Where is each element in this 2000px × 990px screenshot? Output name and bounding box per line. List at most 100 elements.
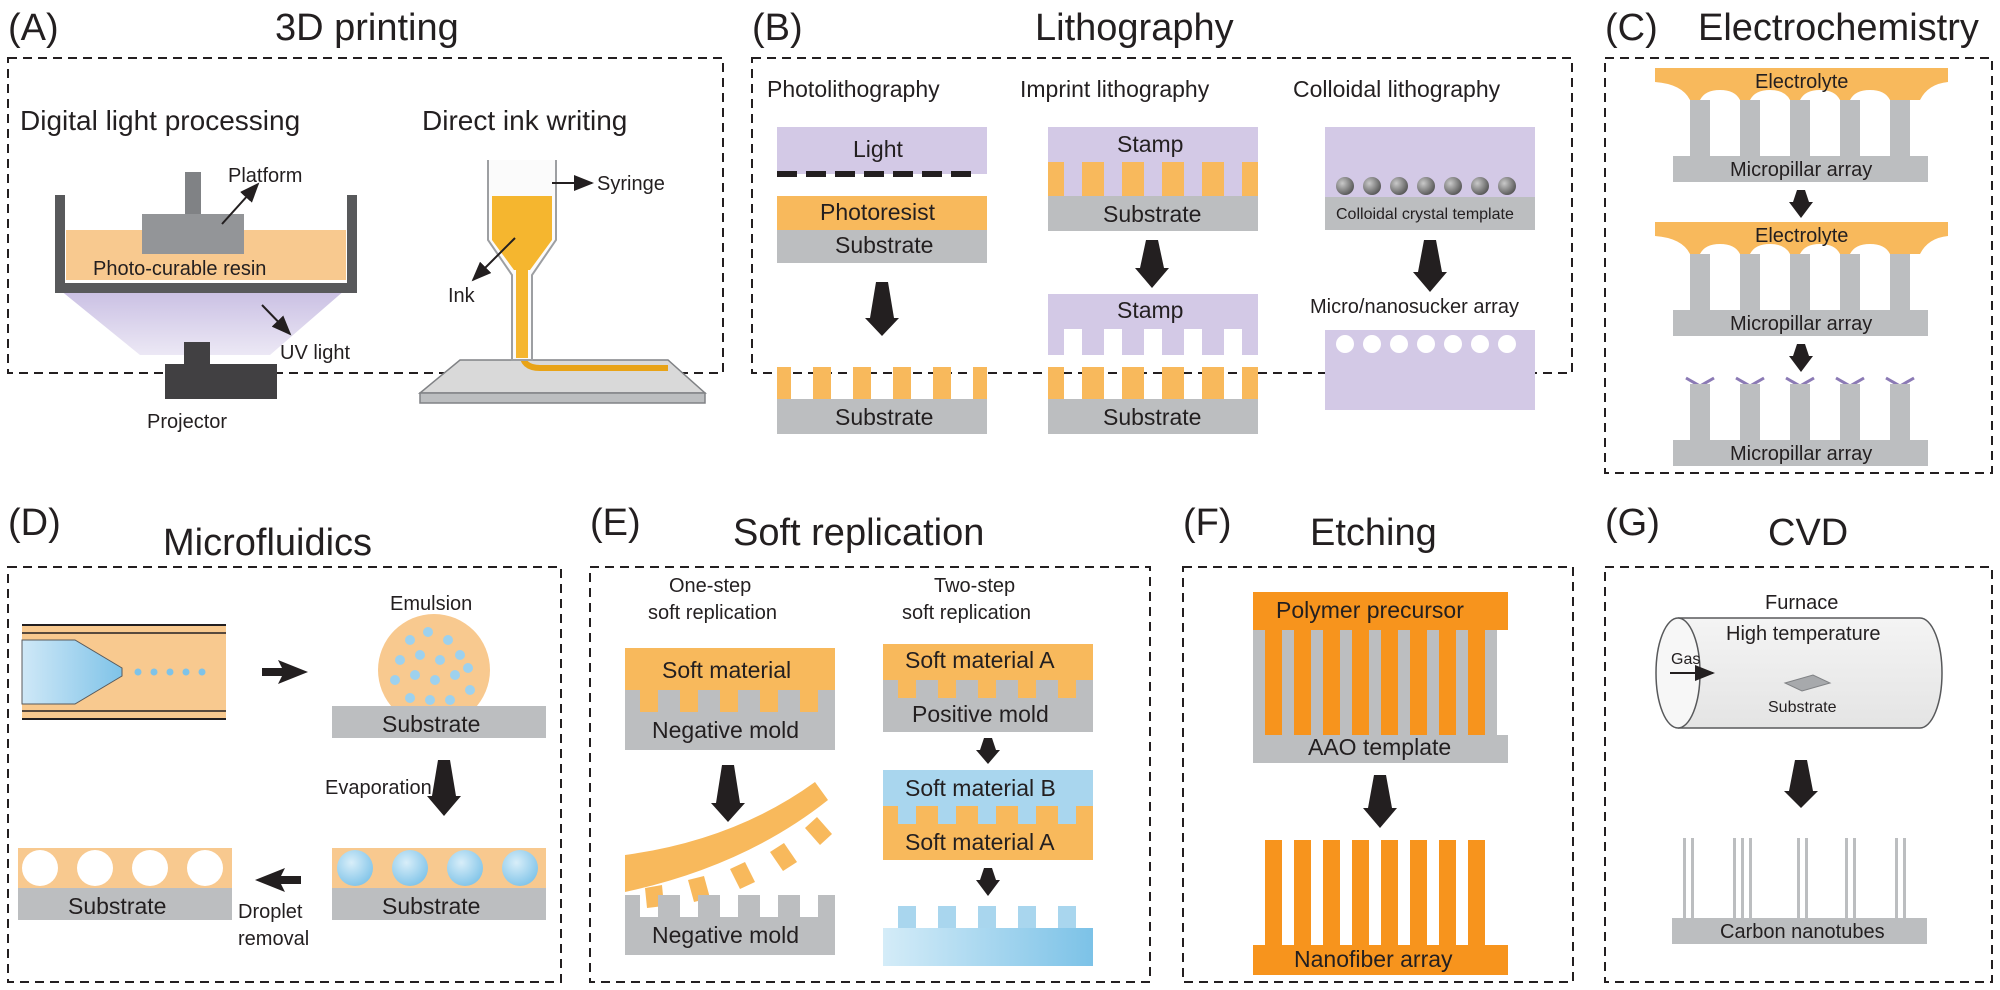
- diw-setup: Syringe Ink: [417, 160, 707, 404]
- dlp-setup: Platform Photo-curable resin UV light Pr…: [55, 165, 357, 433]
- one-step-line-2: soft replication: [648, 602, 777, 624]
- colloid-down-arrow: [1413, 240, 1447, 292]
- cvd-substrate: [1783, 674, 1832, 692]
- panel-d-frame: [7, 566, 562, 983]
- pillar-base-2: [1673, 310, 1928, 336]
- panel-a-frame: [7, 57, 724, 374]
- furnace-tube: [1678, 617, 1943, 729]
- print-bed: [417, 359, 707, 394]
- positive-mold-label: Positive mold: [912, 701, 1049, 727]
- panel-g-title: CVD: [1768, 512, 1848, 554]
- negative-mold-label: Negative mold: [652, 717, 799, 743]
- stamp-lifted-features: [1048, 329, 1258, 355]
- colloid-substrate: [1325, 197, 1535, 230]
- bottom-mold-teeth: [625, 895, 835, 917]
- photolithography: Light Photoresist Substrate Substrate: [777, 127, 987, 434]
- panel-c-title: Electrochemistry: [1698, 7, 1979, 49]
- high-temp-label: High temperature: [1726, 623, 1881, 645]
- panel-c: (C) Electrochemistry Electrolyte Micropi…: [1604, 7, 1993, 474]
- patterned-resist: [777, 367, 987, 399]
- panel-f-title: Etching: [1310, 512, 1437, 554]
- droplet-removal-arrow: [255, 868, 301, 892]
- nanofiber-base: [1253, 945, 1508, 975]
- imprint-substrate: [1048, 196, 1258, 231]
- resin-label: Photo-curable resin: [93, 258, 266, 280]
- photoresist-layer: [777, 196, 987, 230]
- panel-e-letter: (E): [590, 502, 641, 544]
- soft-a-label-1: Soft material A: [905, 647, 1055, 673]
- colloid-spheres: [1336, 177, 1516, 195]
- micropillar-label-2: Micropillar array: [1730, 313, 1872, 335]
- soft-b-pegs: [898, 806, 1076, 824]
- two-step-line-2: soft replication: [902, 602, 1031, 624]
- photo-substrate-label: Substrate: [835, 232, 933, 258]
- photolithography-title: Photolithography: [767, 76, 940, 102]
- panel-d-title: Microfluidics: [163, 522, 372, 564]
- uv-light-cone: [60, 290, 345, 355]
- nanofiber-label: Nanofiber array: [1294, 946, 1453, 972]
- precursor-fill: [1265, 630, 1485, 735]
- imprint-down-arrow: [1135, 240, 1169, 288]
- electrolyte-label-1: Electrolyte: [1755, 71, 1848, 93]
- one-step-arrow: [711, 765, 745, 822]
- furnace-label: Furnace: [1765, 592, 1838, 614]
- panel-a: (A) 3D printing Digital light processing…: [7, 7, 724, 433]
- bottom-mold-label: Negative mold: [652, 922, 799, 948]
- panel-d-letter: (D): [8, 502, 61, 544]
- photo-substrate: [777, 230, 987, 263]
- panel-b: (B) Lithography Photolithography Imprint…: [751, 7, 1573, 434]
- emulsion-substrate: [332, 706, 546, 738]
- ink-label: Ink: [448, 285, 476, 307]
- imprint-substrate-label: Substrate: [1103, 201, 1201, 227]
- porous-substrate-label: Substrate: [68, 893, 166, 919]
- film-substrate-label: Substrate: [382, 893, 480, 919]
- gas-label: Gas: [1671, 651, 1700, 668]
- panel-f-letter: (F): [1183, 502, 1232, 544]
- precursor-top: [1253, 592, 1508, 630]
- electro-stage-1: Electrolyte Micropillar array: [1655, 68, 1948, 182]
- photo-down-arrow: [865, 282, 899, 336]
- film-droplets: [337, 850, 538, 886]
- electro-arrow-1: [1789, 190, 1813, 218]
- ink-filament: [519, 262, 668, 371]
- imprint-pattern: [1048, 367, 1258, 399]
- aao-label: AAO template: [1308, 734, 1451, 760]
- precursor-label: Polymer precursor: [1276, 597, 1464, 623]
- etching-arrow: [1363, 775, 1397, 828]
- pores: [22, 850, 223, 886]
- cnt-substrate: [1672, 918, 1927, 944]
- peeled-soft-material: [625, 782, 828, 892]
- microfluidic-chip: [21, 624, 226, 720]
- syringe-ink: [492, 196, 552, 240]
- imprint-resist: [1048, 162, 1258, 196]
- positive-mold-teeth: [883, 680, 1093, 698]
- uv-label: UV light: [280, 342, 350, 364]
- photo-result-label: Substrate: [835, 404, 933, 430]
- panel-b-letter: (B): [752, 7, 803, 49]
- micropillar-label-1: Micropillar array: [1730, 159, 1872, 181]
- emulsion-substrate-label: Substrate: [382, 711, 480, 737]
- resin-vat: [55, 195, 357, 293]
- soft-material-top: [625, 648, 835, 690]
- stamp-label: Stamp: [1117, 131, 1183, 157]
- imprint-result-substrate: [1048, 399, 1258, 434]
- micropillar-label-3: Micropillar array: [1730, 443, 1872, 465]
- evaporation-label: Evaporation: [325, 777, 432, 799]
- panel-b-title: Lithography: [1035, 7, 1234, 49]
- final-replica-pegs: [898, 906, 1076, 928]
- projector-label: Projector: [147, 411, 227, 433]
- ink-arrow: [471, 237, 516, 282]
- stamp-features: [1064, 162, 1242, 196]
- electrolyte-layer-1: [1655, 68, 1948, 100]
- carbon-nanotubes: [1683, 838, 1906, 920]
- pillars-1: [1690, 100, 1910, 156]
- soft-b-label: Soft material B: [905, 775, 1056, 801]
- negative-mold-base: [625, 712, 835, 750]
- panel-c-letter: (C): [1605, 7, 1658, 49]
- aao-walls: [1253, 630, 1497, 735]
- final-replica: [883, 928, 1093, 966]
- light-label: Light: [853, 136, 903, 162]
- soft-a-pegs: [898, 680, 1076, 698]
- panel-g-frame: [1604, 566, 1993, 983]
